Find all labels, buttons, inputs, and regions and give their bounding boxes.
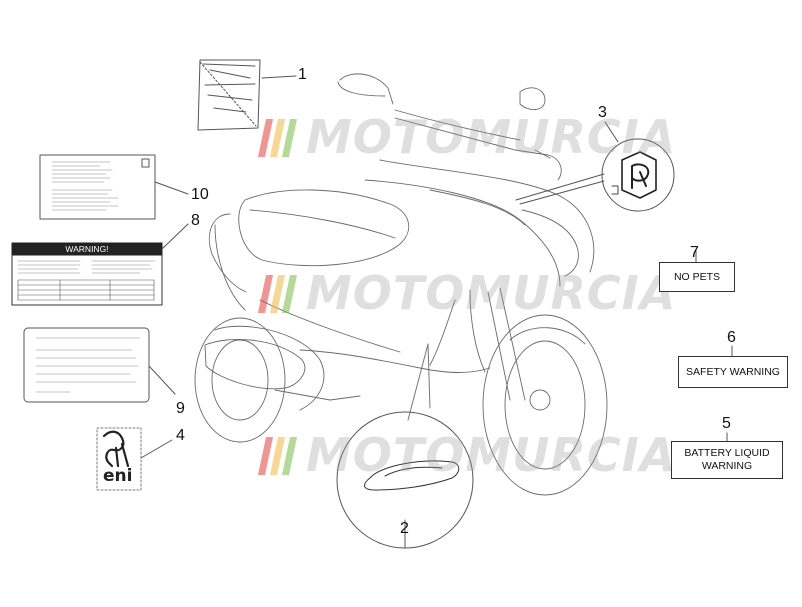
watermark: MOTOMURCIA — [257, 110, 677, 164]
callout-1: 1 — [298, 66, 307, 83]
safety-warning-label: SAFETY WARNING — [678, 356, 788, 388]
notice-label-part — [23, 327, 150, 403]
warning-decal-title: WARNING! — [65, 244, 109, 254]
eni-decal-text: eni — [103, 466, 133, 486]
scooter-outline — [194, 73, 608, 496]
watermark-text: MOTOMURCIA — [306, 266, 677, 320]
eni-decal-part — [96, 427, 142, 491]
document-packet-part — [197, 59, 261, 131]
watermark-text: MOTOMURCIA — [306, 110, 677, 164]
watermark-bar — [281, 275, 298, 313]
watermark-bar — [281, 437, 298, 475]
callout-8: 8 — [191, 212, 200, 229]
leader-line-10 — [154, 181, 189, 195]
callout-9: 9 — [176, 400, 185, 417]
callout-7: 7 — [690, 244, 699, 261]
watermark-bars-icon — [257, 119, 302, 157]
callout-3: 3 — [598, 104, 607, 121]
logo-badge-part — [515, 138, 675, 212]
no-pets-label: NO PETS — [659, 262, 735, 292]
floor-emblem-part — [336, 343, 474, 549]
callout-5: 5 — [722, 415, 731, 432]
leader-line-8 — [161, 223, 189, 250]
leader-line-4 — [140, 439, 173, 459]
battery-liquid-warning-label: BATTERY LIQUID WARNING — [671, 441, 783, 479]
callout-10: 10 — [191, 186, 209, 203]
leader-line-1 — [261, 75, 297, 79]
leader-line-9 — [148, 365, 176, 395]
callout-4: 4 — [176, 427, 185, 444]
leader-line-3 — [604, 121, 619, 143]
watermark: MOTOMURCIA — [257, 428, 677, 482]
watermark: MOTOMURCIA — [257, 266, 677, 320]
watermark-bar — [281, 119, 298, 157]
watermark-bars-icon — [257, 275, 302, 313]
info-label-part — [39, 154, 156, 220]
callout-6: 6 — [727, 329, 736, 346]
watermark-text: MOTOMURCIA — [306, 428, 677, 482]
watermark-bars-icon — [257, 437, 302, 475]
callout-2: 2 — [400, 520, 409, 537]
